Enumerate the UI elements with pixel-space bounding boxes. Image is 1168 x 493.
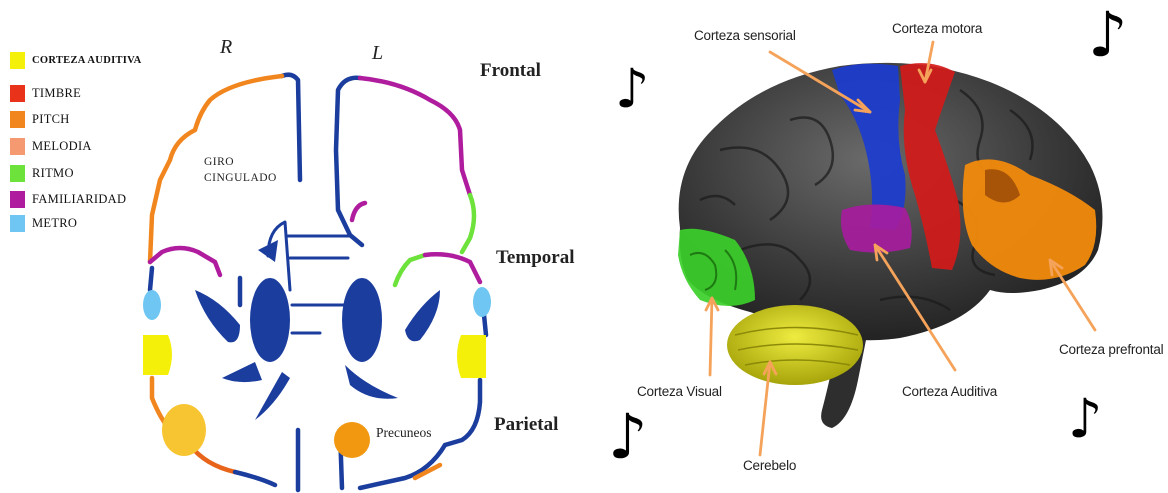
legend-label: FAMILIARIDAD	[32, 192, 126, 207]
sensory-cortex	[832, 64, 906, 230]
visual-texture	[690, 250, 736, 290]
giro-label-line1: GIRO	[204, 156, 234, 168]
label-corteza-prefrontal: Corteza prefrontal	[1059, 342, 1163, 357]
swatch-purple	[10, 191, 25, 208]
swatch-green	[10, 165, 25, 182]
l-outline-blue-right	[445, 315, 486, 445]
r-outline-pitch	[150, 76, 282, 262]
music-note-icon: ♪	[1068, 392, 1102, 446]
legend-label: CORTEZA AUDITIVA	[32, 55, 142, 66]
legend-label: RITMO	[32, 166, 74, 181]
legend-label: METRO	[32, 216, 77, 231]
label-corteza-motora: Corteza motora	[892, 21, 982, 36]
metro-left	[473, 287, 491, 317]
l-outline-familiaridad-small	[352, 203, 365, 220]
l-outline-ritmo	[462, 195, 474, 252]
metro-right	[143, 290, 161, 320]
cerebellum-texture	[735, 328, 858, 366]
swatch-lightblue	[10, 215, 25, 232]
label-arrows	[706, 42, 1095, 455]
swatch-salmon	[10, 138, 25, 155]
label-corteza-sensorial: Corteza sensorial	[694, 28, 796, 43]
legend-label: TIMBRE	[32, 86, 81, 101]
music-note-icon: ♪	[615, 62, 649, 116]
swatch-red	[10, 85, 25, 102]
label-corteza-auditiva: Corteza Auditiva	[902, 384, 997, 399]
gyri-texture	[700, 90, 1033, 310]
l-outline-familiaridad-top	[360, 78, 470, 195]
motor-cortex	[900, 63, 960, 270]
precuneos-circle	[334, 422, 370, 458]
hemisphere-l-label: L	[372, 42, 383, 65]
music-note-icon: ♪	[1088, 8, 1128, 62]
l-outline-frontal-blue	[336, 78, 362, 245]
lobe-temporal-label: Temporal	[496, 247, 574, 269]
music-note-icon: ♪	[608, 410, 648, 464]
cerebellum	[727, 305, 863, 385]
auditory-cortex-right	[143, 335, 172, 375]
brain-stem	[821, 330, 868, 428]
swatch-yellow	[10, 52, 25, 69]
precuneos-label: Precuneos	[376, 425, 431, 441]
r-outline-bottom-blue	[235, 430, 298, 490]
l-outline-ritmo-inner	[395, 255, 425, 285]
hemisphere-r-label: R	[220, 36, 232, 59]
cerebrum	[679, 63, 1103, 340]
visual-cortex	[678, 229, 755, 306]
auditory-cortex	[841, 204, 912, 252]
prefrontal-dark	[985, 169, 1020, 202]
l-outline-familiaridad-low	[425, 254, 480, 282]
melodia-blob	[162, 404, 206, 456]
giro-label-line2: CINGULADO	[204, 172, 277, 184]
r-outline-frontal-blue	[282, 75, 300, 180]
r-outline-blue-mid	[150, 268, 240, 305]
label-corteza-visual: Corteza Visual	[637, 384, 722, 399]
lobe-parietal-label: Parietal	[494, 414, 558, 436]
legend-label: PITCH	[32, 112, 70, 127]
auditory-cortex-left	[457, 335, 486, 378]
label-cerebelo: Cerebelo	[743, 458, 796, 473]
swatch-orange	[10, 111, 25, 128]
legend-label: MELODIA	[32, 139, 92, 154]
r-outline-familiaridad	[150, 248, 220, 275]
lobe-frontal-label: Frontal	[480, 60, 541, 82]
prefrontal-cortex	[963, 159, 1097, 279]
